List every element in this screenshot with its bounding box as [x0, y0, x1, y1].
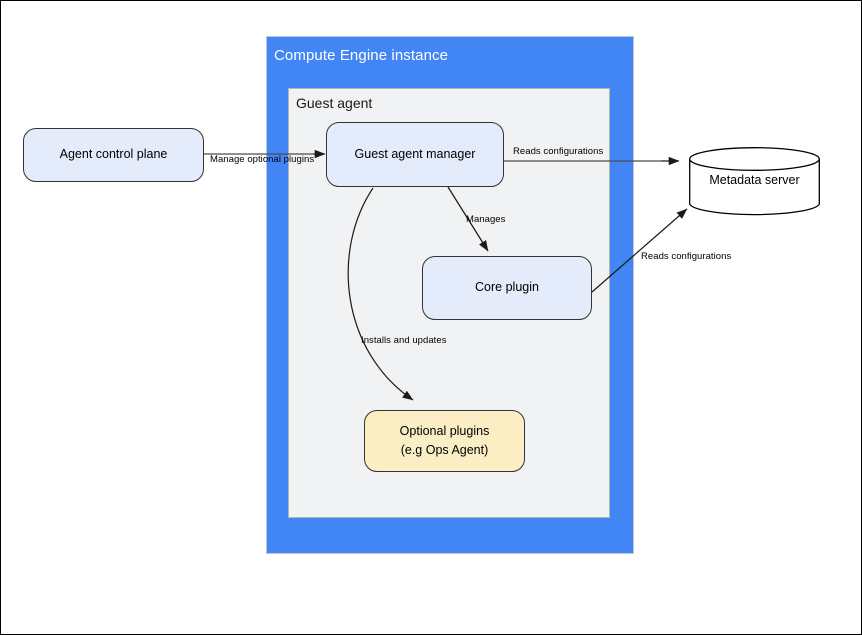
edge-label-installs-and-updates: Installs and updates: [361, 335, 447, 346]
node-agent-control-plane[interactable]: Agent control plane: [23, 128, 204, 182]
edge-label-reads-configurations-manager: Reads configurations: [513, 146, 604, 157]
compute-engine-instance-label: Compute Engine instance: [274, 47, 449, 64]
node-core-plugin-label: Core plugin: [475, 280, 539, 295]
node-metadata-server[interactable]: [689, 147, 820, 216]
cylinder-body: [689, 158, 820, 216]
edge-label-manage-optional-plugins: Manage optional plugins: [210, 154, 315, 165]
cylinder-top: [689, 147, 820, 171]
node-optional-plugins[interactable]: Optional plugins (e.g Ops Agent): [364, 410, 525, 472]
edge-label-reads-configurations-core: Reads configurations: [641, 251, 732, 262]
node-metadata-server-label: Metadata server: [709, 173, 800, 187]
node-agent-control-plane-label: Agent control plane: [59, 147, 168, 162]
node-guest-agent-manager[interactable]: Guest agent manager: [326, 122, 504, 187]
guest-agent-label: Guest agent: [296, 95, 373, 111]
node-optional-plugins-label-line2: (e.g Ops Agent): [400, 443, 489, 457]
node-optional-plugins-label-line1: Optional plugins: [399, 423, 490, 438]
edge-label-manages: Manages: [466, 214, 506, 225]
node-core-plugin[interactable]: Core plugin: [422, 256, 592, 320]
node-guest-agent-manager-label: Guest agent manager: [354, 146, 476, 161]
